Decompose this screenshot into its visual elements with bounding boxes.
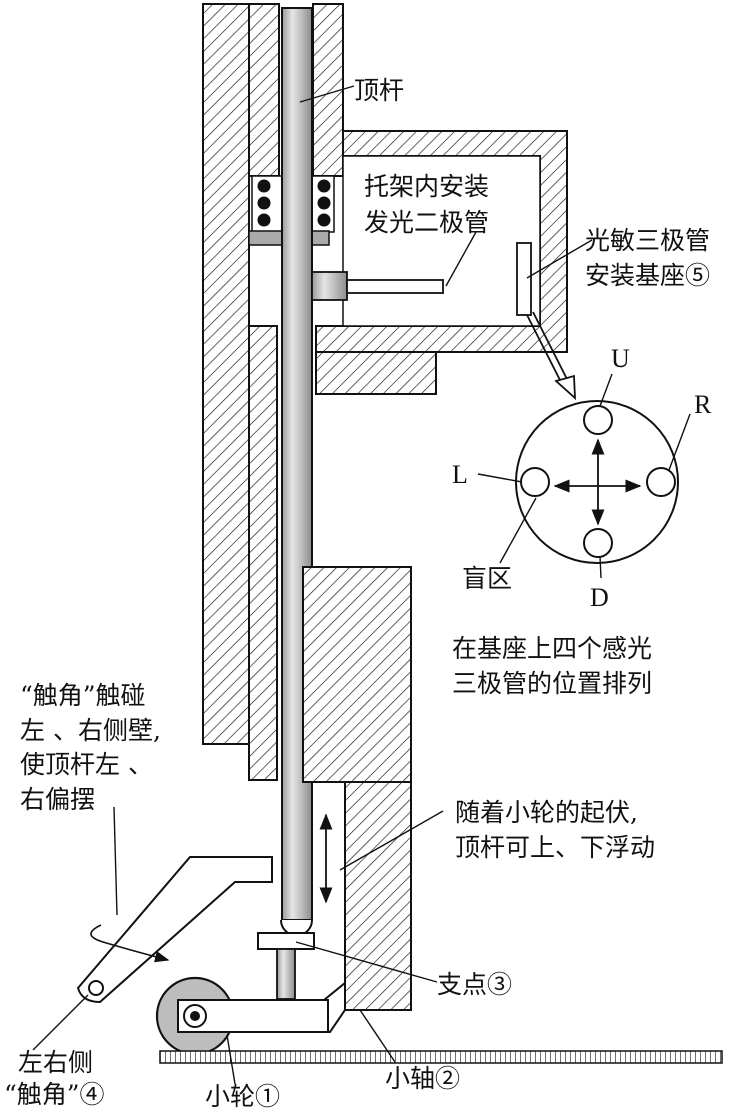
upper-block xyxy=(302,566,412,783)
projection-arrow xyxy=(526,311,576,401)
led-body xyxy=(346,279,444,294)
label-push-rod: 顶杆 xyxy=(354,76,405,105)
bracket-inner xyxy=(342,155,541,327)
push-rod xyxy=(281,7,313,921)
label-bracket-line2: 发光二极管 xyxy=(364,208,490,237)
label-bracket-line1: 托架内安装 xyxy=(364,172,490,201)
antenna xyxy=(76,856,273,1004)
label-photo-line1: 光敏三极管 xyxy=(585,226,711,255)
label-side-antenna-line1: 左右侧 xyxy=(18,1048,94,1077)
sensor-r xyxy=(646,467,676,497)
spring-coils xyxy=(257,179,331,227)
label-shaft: 小轴② xyxy=(385,1064,461,1093)
antenna-pivot xyxy=(88,980,104,996)
label-float-line1: 随着小轮的起伏, xyxy=(455,798,638,827)
label-u: U xyxy=(611,344,630,373)
label-antenna-line2: 左 、右侧壁, xyxy=(20,716,161,745)
lower-block xyxy=(344,781,412,1011)
label-photo-line2: 安装基座⑤ xyxy=(585,261,711,290)
leader-lines xyxy=(32,85,691,1085)
label-antenna-line4: 右偏摆 xyxy=(20,785,96,814)
label-side-antenna-line2: “触角”④ xyxy=(4,1080,105,1109)
sensor-u xyxy=(583,405,613,435)
label-blind-zone: 盲区 xyxy=(462,564,513,593)
pin xyxy=(276,948,296,1000)
sensor-l xyxy=(520,467,550,497)
sensor-d xyxy=(583,528,613,558)
photo-base xyxy=(516,242,532,316)
left-wall xyxy=(202,3,250,745)
label-l: L xyxy=(452,460,468,489)
ground xyxy=(159,1050,723,1064)
swing-arrow xyxy=(90,924,170,963)
led-mount xyxy=(311,271,348,301)
label-r: R xyxy=(694,390,712,419)
label-antenna-line3: 使顶杆左 、 xyxy=(20,750,153,779)
label-float-line2: 顶杆可上、下浮动 xyxy=(455,833,656,862)
bracket-foot xyxy=(315,351,437,395)
label-layout-line1: 在基座上四个感光 xyxy=(452,634,653,663)
fulcrum-pad xyxy=(257,932,315,950)
label-wheel: 小轮① xyxy=(205,1082,281,1111)
lower-guide xyxy=(248,325,278,781)
label-fulcrum: 支点③ xyxy=(437,970,513,999)
upper-guide-left xyxy=(248,3,280,177)
label-antenna-line1: “触角”触碰 xyxy=(20,681,146,710)
label-layout-line2: 三极管的位置排列 xyxy=(452,669,653,698)
label-d: D xyxy=(590,583,609,612)
